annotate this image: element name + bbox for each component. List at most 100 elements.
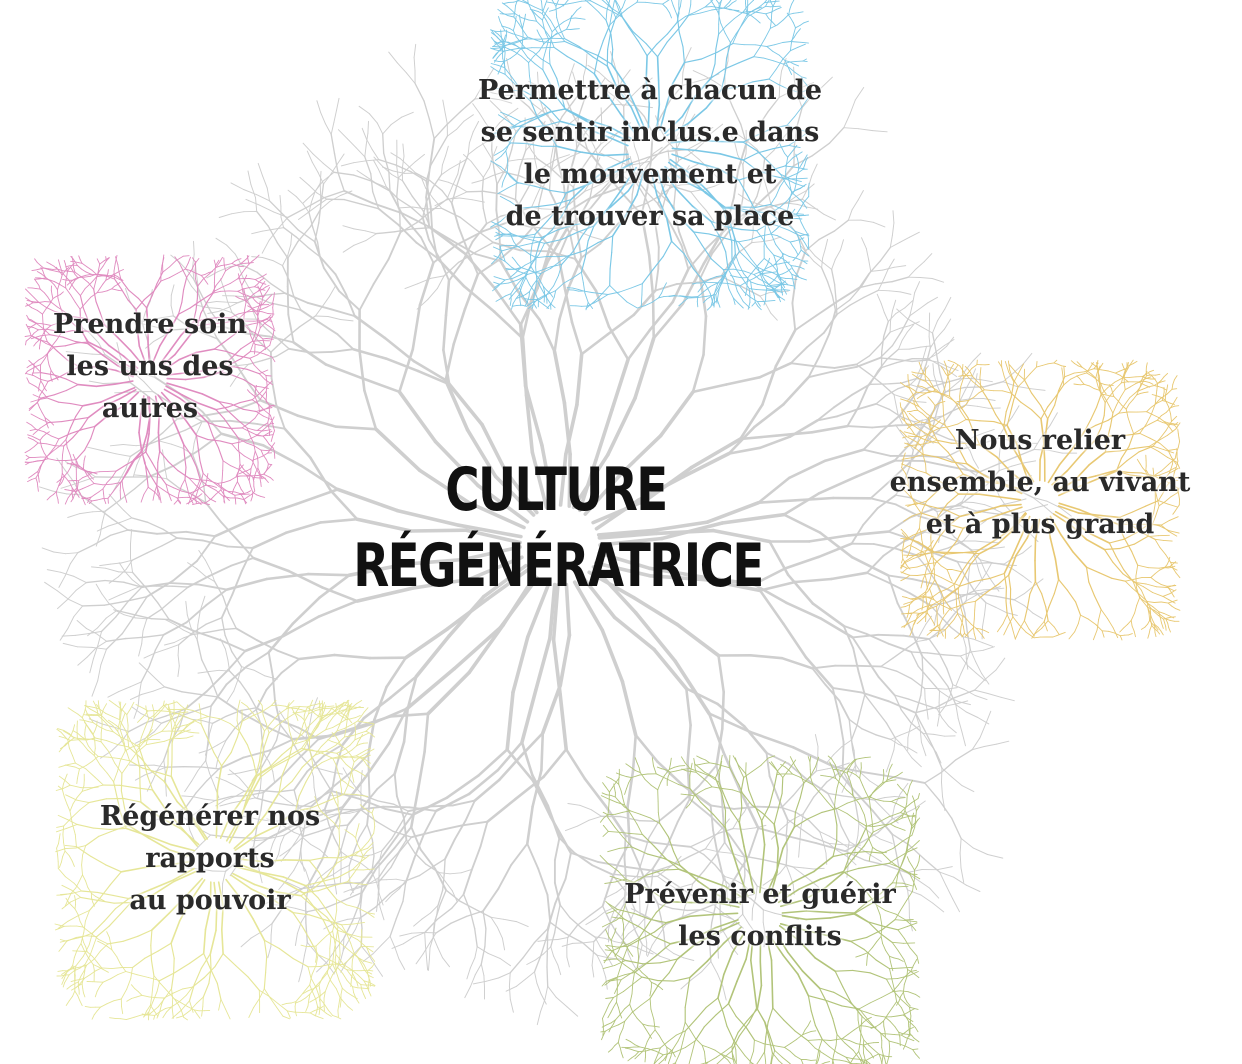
bush-twig xyxy=(534,63,544,71)
network-branch xyxy=(355,517,413,533)
network-branch xyxy=(305,724,311,739)
network-branch xyxy=(974,689,989,694)
bush-twig xyxy=(789,240,796,243)
network-branch xyxy=(591,964,595,978)
network-branch xyxy=(358,283,375,312)
bush-twig xyxy=(504,52,506,61)
bush-twig xyxy=(796,275,802,279)
network-branch xyxy=(187,327,206,330)
network-branch xyxy=(935,605,940,616)
network-branch xyxy=(270,377,278,405)
bush-twig xyxy=(553,46,568,58)
network-branch xyxy=(88,380,104,384)
network-branch xyxy=(452,307,467,346)
network-branch xyxy=(940,534,958,542)
network-branch xyxy=(339,319,354,322)
network-branch xyxy=(298,212,309,220)
network-branch xyxy=(547,985,557,998)
network-branch xyxy=(436,907,453,921)
network-branch xyxy=(983,743,998,747)
network-branch xyxy=(961,731,966,747)
bush-twig xyxy=(238,484,242,490)
bush-twig xyxy=(695,6,706,13)
network-branch xyxy=(887,581,911,595)
bush-twig xyxy=(505,26,511,29)
network-branch xyxy=(550,946,555,957)
network-branch xyxy=(608,861,620,886)
network-branch xyxy=(97,630,103,646)
network-branch xyxy=(652,647,689,691)
bush-twig xyxy=(711,7,724,11)
network-branch xyxy=(102,382,118,384)
network-branch xyxy=(382,805,411,809)
network-branch xyxy=(686,909,703,912)
bush-twig xyxy=(640,294,643,307)
network-branch xyxy=(533,636,552,693)
network-branch xyxy=(889,749,895,762)
bush-twig xyxy=(195,434,199,449)
network-branch xyxy=(952,684,965,690)
network-branch xyxy=(940,615,952,629)
network-branch xyxy=(814,734,819,747)
bush-twig xyxy=(493,276,500,279)
network-branch xyxy=(107,691,120,698)
bush-twig xyxy=(573,289,580,292)
network-branch xyxy=(240,712,269,729)
network-branch xyxy=(890,310,893,322)
network-branch xyxy=(157,602,170,621)
network-branch xyxy=(909,725,920,732)
network-branch xyxy=(610,873,628,877)
bush-twig xyxy=(525,266,532,274)
bush-twig xyxy=(263,473,268,477)
network-branch xyxy=(282,255,289,267)
network-branch xyxy=(307,858,324,886)
network-branch xyxy=(64,563,71,577)
network-branch xyxy=(917,429,921,442)
network-branch xyxy=(633,610,678,663)
bush-twig xyxy=(672,4,678,17)
bush-twig xyxy=(253,485,256,492)
network-branch xyxy=(683,957,695,961)
bush-twig xyxy=(725,18,735,27)
network-branch xyxy=(789,346,808,365)
network-branch xyxy=(939,871,955,878)
network-branch xyxy=(296,414,338,428)
network-branch xyxy=(589,905,604,917)
network-branch xyxy=(891,833,910,846)
network-branch xyxy=(558,633,572,688)
network-branch xyxy=(262,444,303,468)
network-branch xyxy=(965,884,981,892)
network-branch xyxy=(243,189,258,196)
network-branch xyxy=(566,956,570,968)
network-branch xyxy=(196,422,203,434)
network-branch xyxy=(379,906,385,921)
bush-twig xyxy=(554,7,561,11)
bush-twig xyxy=(788,284,795,287)
bush-twig xyxy=(103,498,107,505)
bush-twig xyxy=(771,5,774,15)
network-branch xyxy=(334,918,348,924)
network-branch xyxy=(566,1006,579,1017)
network-branch xyxy=(657,246,660,270)
network-branch xyxy=(296,828,305,841)
network-branch xyxy=(430,275,445,279)
network-branch xyxy=(336,97,340,111)
network-branch xyxy=(851,636,867,659)
bush-twig xyxy=(62,445,65,456)
network-branch xyxy=(969,526,979,534)
bush-twig xyxy=(788,12,794,15)
network-branch xyxy=(441,873,445,891)
bush-twig xyxy=(573,9,578,15)
network-branch xyxy=(145,586,159,604)
network-branch xyxy=(259,399,299,417)
network-branch xyxy=(322,267,341,293)
network-branch xyxy=(322,743,344,757)
network-branch xyxy=(860,219,874,223)
bush-twig xyxy=(683,58,703,64)
network-branch xyxy=(361,377,401,394)
network-branch xyxy=(434,792,471,813)
network-branch xyxy=(359,909,363,929)
network-branch xyxy=(865,247,870,261)
network-branch xyxy=(936,328,945,339)
